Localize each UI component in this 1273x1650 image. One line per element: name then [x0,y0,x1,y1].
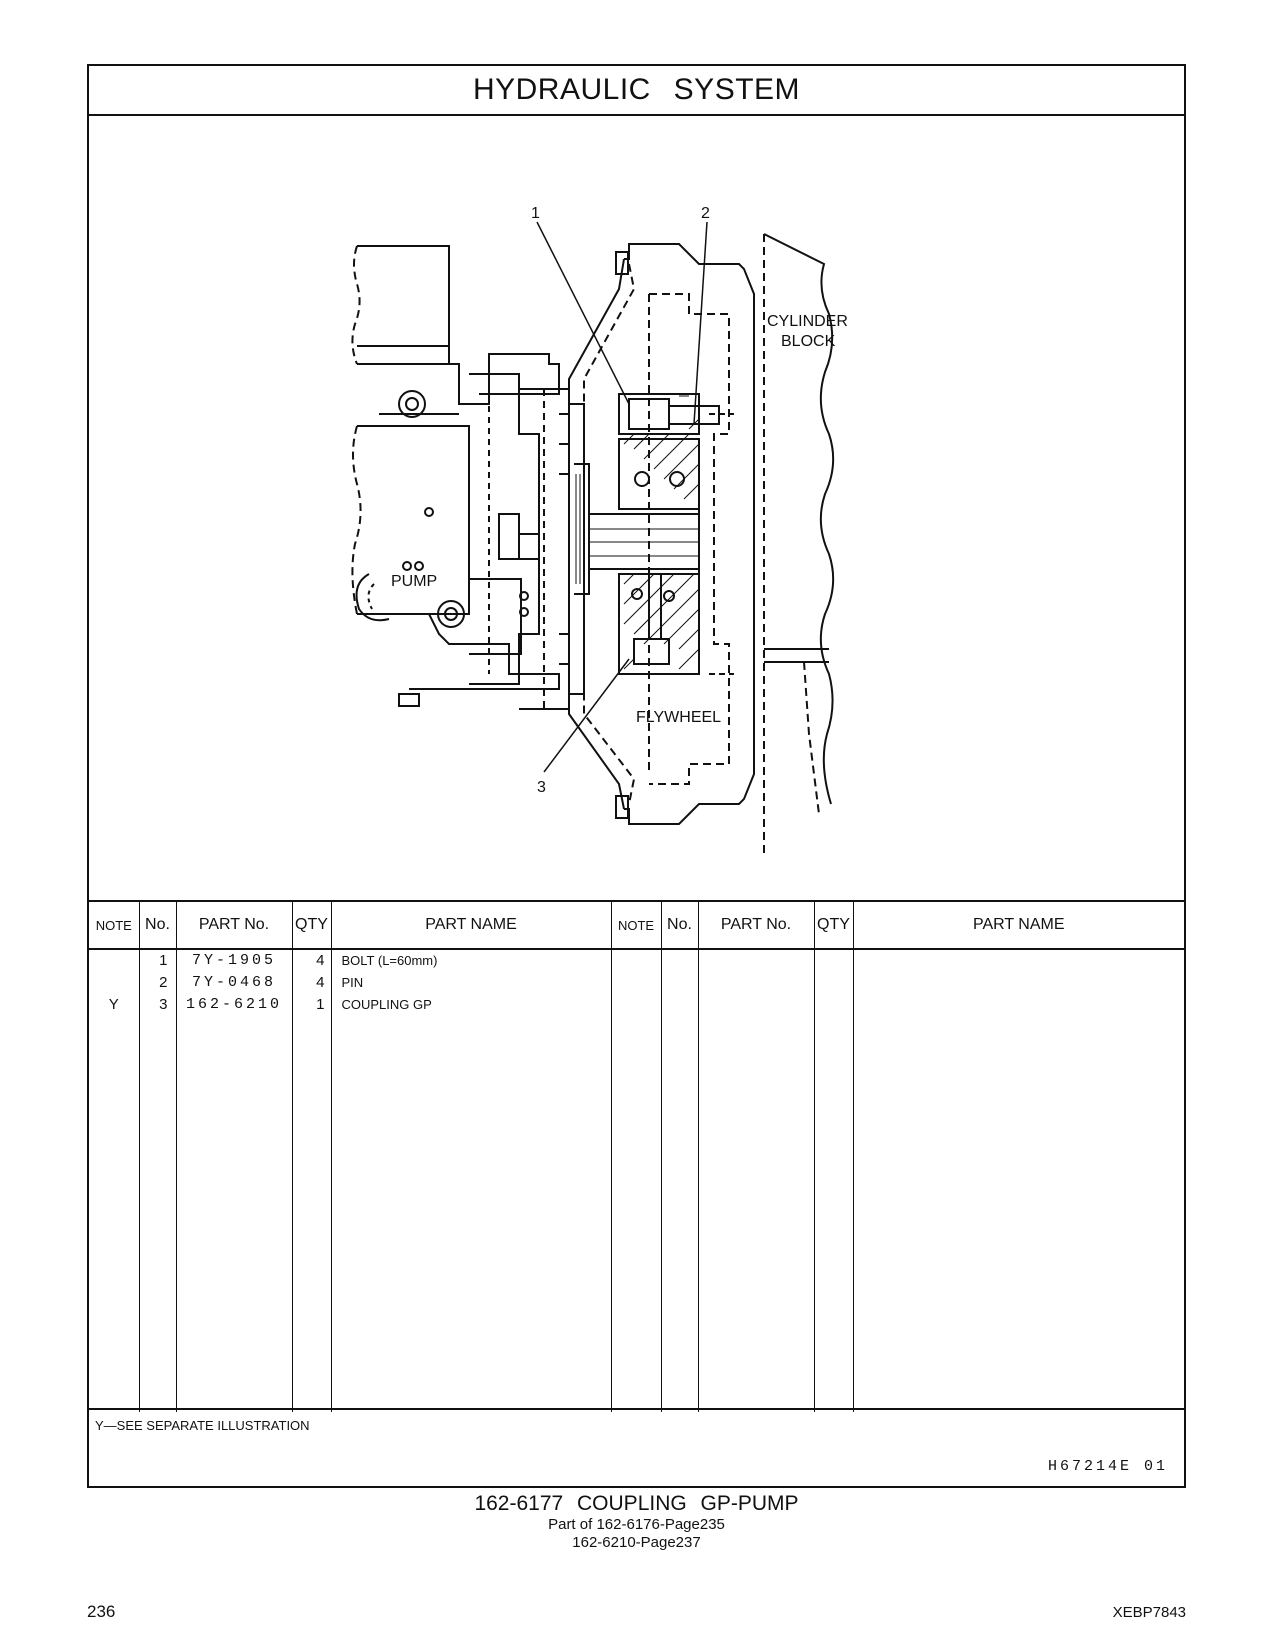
col-qty: QTY [292,900,332,950]
note-column: Y [89,949,140,1412]
col-no: No. [139,900,177,950]
part-no-column-2 [698,949,815,1412]
no-column: 1 2 3 [139,949,177,1412]
group-caption-line3: 162-6210-Page237 [572,1534,701,1551]
col-note-2: NOTE [611,900,662,950]
coupling-diagram: 1 2 3 CYLINDER BLOCK PUMP FLYWHEEL [351,205,848,854]
group-caption-title: 162-6177 COUPLING GP-PUMP [474,1492,799,1515]
part-name-column-2 [853,949,1184,1412]
table-row: 2 [159,974,168,991]
parts-table-body: Y 1 2 3 7Y-1905 7Y-0468 162-6210 4 4 1 [89,949,1184,1412]
part-name-column: BOLT (L=60mm) PIN COUPLING GP [331,949,612,1412]
cylinder-block-label-2: BLOCK [781,333,836,350]
parts-page-frame: HYDRAULIC SYSTEM [87,64,1186,1488]
table-row [89,950,139,972]
table-row: 3 [159,996,168,1013]
col-part-name: PART NAME [331,900,612,950]
table-row: 7Y-0468 [191,974,276,991]
table-row: 1 [316,996,325,1013]
callout-1: 1 [531,205,540,222]
illustration-code: H67214E 01 [1047,1458,1168,1475]
table-row: 162-6210 [185,996,282,1013]
col-part-no-2: PART No. [698,900,815,950]
callout-2: 2 [701,205,710,222]
qty-column: 4 4 1 [292,949,332,1412]
col-part-name-2: PART NAME [853,900,1184,950]
table-row: 4 [316,952,325,969]
col-note: NOTE [89,900,140,950]
col-no-2: No. [661,900,699,950]
table-row: PIN [341,975,364,990]
parts-table: NOTE No. PART No. QTY PART NAME NOTE No.… [89,900,1184,1412]
cylinder-block-label-1: CYLINDER [767,313,848,330]
table-row: 1 [159,952,168,969]
pump-label: PUMP [391,573,437,590]
col-qty-2: QTY [814,900,854,950]
col-part-no: PART No. [176,900,293,950]
table-row: COUPLING GP [341,997,432,1012]
table-row: 4 [316,974,325,991]
page-title: HYDRAULIC SYSTEM [89,66,1184,116]
table-row [89,972,139,994]
qty-column-2 [814,949,854,1412]
table-row: BOLT (L=60mm) [341,953,438,968]
group-caption-line2: Part of 162-6176-Page235 [548,1516,725,1533]
flywheel-label: FLYWHEEL [636,709,721,726]
page-number: 236 [87,1602,116,1621]
table-row: Y [108,996,119,1013]
table-row: 7Y-1905 [191,952,276,969]
part-no-column: 7Y-1905 7Y-0468 162-6210 [176,949,293,1412]
footnote-text: Y—SEE SEPARATE ILLUSTRATION [95,1418,310,1433]
document-id: XEBP7843 [1112,1604,1186,1621]
parts-table-header: NOTE No. PART No. QTY PART NAME NOTE No.… [89,900,1184,950]
no-column-2 [661,949,699,1412]
footnote-area: Y—SEE SEPARATE ILLUSTRATION H67214E 01 [89,1408,1184,1488]
note-column-2 [611,949,662,1412]
exploded-illustration: 1 2 3 CYLINDER BLOCK PUMP FLYWHEEL [89,114,1184,900]
callout-3: 3 [537,779,546,796]
